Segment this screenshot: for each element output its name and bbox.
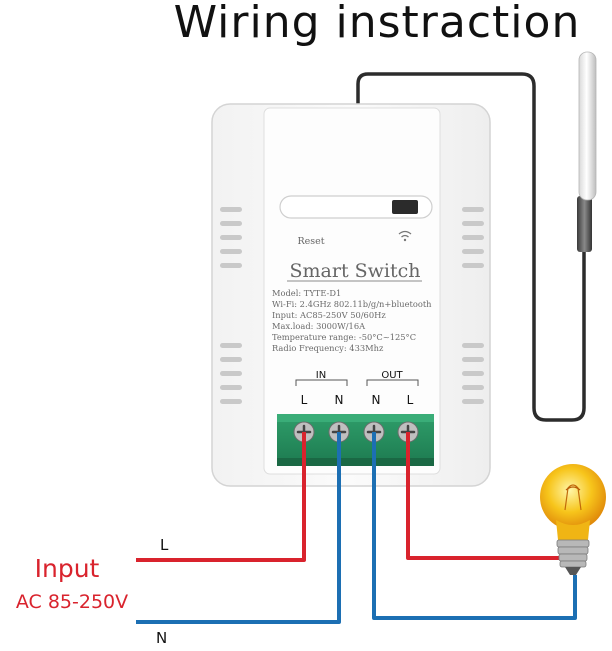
spec-radio: Radio Frequency: 433Mhz <box>272 343 384 353</box>
wifi-icon <box>398 230 412 242</box>
terminal-label-in-n: N <box>335 393 344 407</box>
spec-temperature: Temperature range: -50°C~125°C <box>272 332 416 342</box>
line-wire-label: L <box>160 536 169 554</box>
neutral-wire-label: N <box>156 629 167 647</box>
smart-switch-device: Reset Smart Switch Model: TYTE-D1 Wi-Fi:… <box>211 103 491 487</box>
voltage-label: AC 85-250V <box>16 591 128 613</box>
spec-wifi: Wi-Fi: 2.4GHz 802.11b/g/n+bluetooth <box>272 299 432 309</box>
diagram-title: Wiring instraction <box>174 0 581 48</box>
device-name: Smart Switch <box>290 260 421 282</box>
spec-max-load: Max.load: 3000W/16A <box>272 321 366 331</box>
left-vents <box>220 207 242 404</box>
sensor-cable <box>356 72 586 422</box>
status-indicator <box>392 200 418 214</box>
terminal-block <box>277 414 434 466</box>
terminal-label-out-n: N <box>372 393 381 407</box>
out-group-label: OUT <box>381 370 403 381</box>
wire-output-neutral <box>372 432 577 620</box>
temperature-probe-icon <box>577 51 597 252</box>
wire-input-line <box>136 432 306 562</box>
reset-label: Reset <box>297 236 324 247</box>
terminal-label-out-l: L <box>407 393 414 407</box>
light-bulb-icon <box>540 464 606 575</box>
terminal-label-in-l: L <box>301 393 308 407</box>
spec-model: Model: TYTE-D1 <box>272 288 341 298</box>
spec-input: Input: AC85-250V 50/60Hz <box>272 310 386 320</box>
right-vents <box>462 207 484 404</box>
wire-output-line <box>406 432 560 560</box>
input-label: Input <box>35 554 100 583</box>
in-group-label: IN <box>316 370 326 381</box>
wire-input-neutral <box>136 432 341 624</box>
